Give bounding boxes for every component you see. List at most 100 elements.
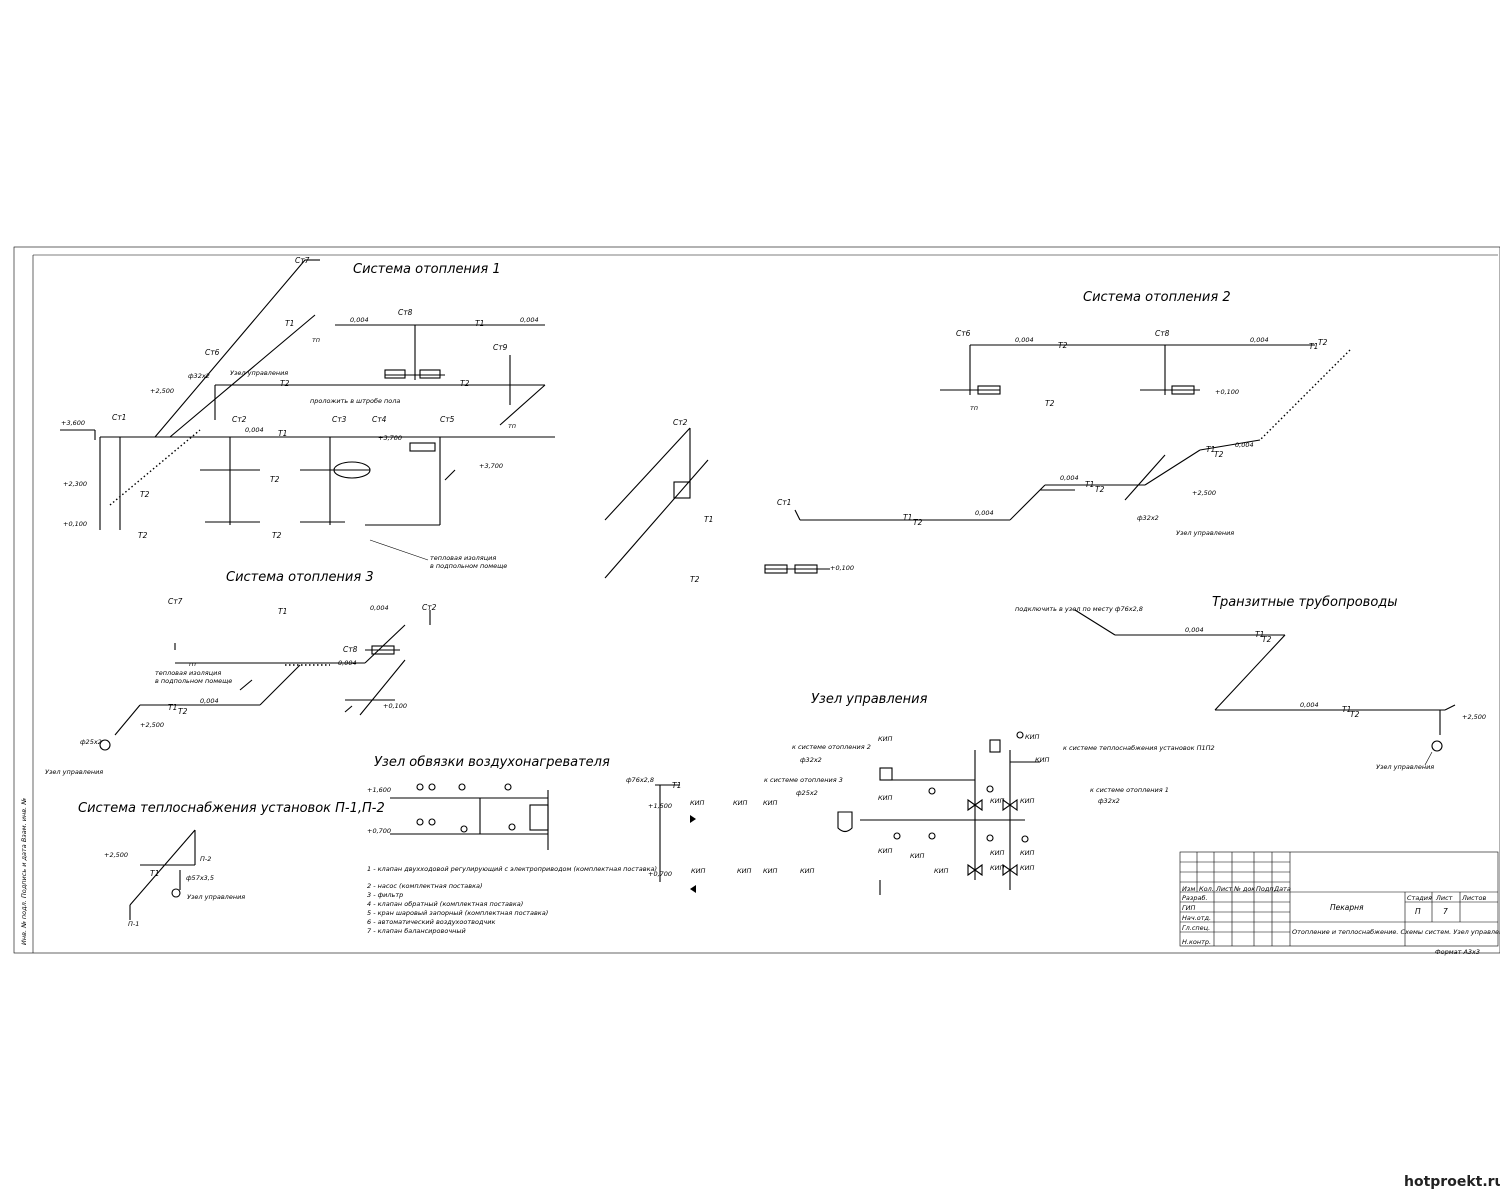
drawing-stroke [986,785,994,793]
drawing-stroke [333,461,371,479]
label-labels-kip: КИП [763,799,777,807]
label-labels-kip: КИП [990,864,1004,872]
label-labels-d25: ф25х2 [796,789,818,797]
label-labels-d76: ф76х2,8 [626,776,654,784]
drawing-stroke [1179,851,1499,947]
label-labels-kip: КИП [763,867,777,875]
label-labels-uzel: Узел управления [187,893,245,901]
label-labels-p1: П-1 [128,920,139,928]
drawing-stroke [1199,439,1261,451]
label-labels-kip: КИП [878,735,892,743]
drawing-stroke [508,823,516,831]
drawing-stroke [428,783,436,791]
drawing-stroke [369,539,429,561]
label-pipes-t1: Т1 [278,607,287,616]
label-labels-kip: КИП [1020,797,1034,805]
label-stamp-sheets_h: Листов [1461,894,1486,902]
label-elevations-e1: +3,600 [61,419,85,427]
label-pipes-t1: Т1 [903,513,912,522]
drawing-stroke [1016,731,1024,739]
label-pipes-t2: Т2 [280,379,290,388]
drawing-stroke [259,664,301,706]
label-labels-kip: КИП [800,867,814,875]
label-labels-kip: КИП [878,794,892,802]
label-labels-slope: 0,004 [1060,474,1079,482]
drawing-stroke [344,705,353,713]
drawing-stroke [416,783,424,791]
label-stamp-cols-2: Лист [1215,885,1233,893]
label-pipes-t2: Т2 [272,531,282,540]
transit-pipelines: Транзитные трубопроводы подключить в узе… [1015,595,1486,771]
drawing-stroke [169,314,316,438]
label-pipes-t2: Т2 [1350,710,1360,719]
label-labels-to_teplo: к системе теплоснабжения установок П1П2 [1063,744,1215,752]
drawing-stroke [428,818,436,826]
label-legend-4: 5 - кран шаровый запорный (комплектная п… [367,909,548,917]
drawing-stroke [529,804,549,831]
sheet-frame-outer [13,246,1500,954]
label-labels-slope: 0,004 [1015,336,1034,344]
label-elevations-e2: +2,500 [150,387,174,395]
label-elevations-e6: +1,600 [367,786,391,794]
drawing-stroke [1074,609,1116,636]
label-pipes-t2: Т2 [270,475,280,484]
label-labels-d32: ф32х2 [1137,514,1159,522]
drawing-stroke [458,783,466,791]
label-stamp-rows-4: Н.контр. [1182,938,1211,946]
label-labels-kip: КИП [1025,733,1039,741]
label-labels-slope: 0,004 [1300,701,1319,709]
drawing-stroke [794,509,801,521]
label-risers-st2: Ст2 [422,603,437,612]
label-elevations-e4: +0,100 [383,702,407,710]
drawing-stroke [114,704,141,736]
label-labels-kip: КИП [1035,756,1049,764]
label-labels-heat_insul2: в подпольном помеще [430,562,507,570]
title-block: Изм Кол. Лист № док Подп. Дата Разраб. Г… [1179,851,1500,956]
label-labels-to_sys3: к системе отопления 3 [764,776,843,784]
label-labels-prolog: проложить в штробе пола [310,397,400,405]
label-risers-stp: Ст2 [673,418,688,427]
drawing-stroke [604,427,691,521]
label-labels-kip: КИП [990,849,1004,857]
label-labels-kip: КИП [733,799,747,807]
label-elevations-e2: +2,500 [1462,713,1486,721]
label-legend-5: 6 - автоматический воздухоотводчик [367,918,495,926]
drawing-stroke [371,645,395,655]
riser-middle: Ст2 Т1 Т2 [604,418,713,584]
label-elevations-e5: +3,700 [378,434,402,442]
label-labels-d32: ф32х2 [800,756,822,764]
label-pipes-t2: Т2 [913,518,923,527]
drawing-stroke [99,739,111,751]
label-labels-kip: КИП [990,797,1004,805]
label-pipes-t1: Т1 [1085,480,1094,489]
label-labels-d57: ф57х3,5 [186,874,214,882]
label-labels-uzel: Узел управления [230,369,288,377]
drawing-stroke [364,624,406,664]
drawing-stroke [977,385,1001,395]
label-elevations-e4: +0,100 [63,520,87,528]
label-stamp-rows-2: Нач.отд. [1182,914,1211,922]
label-pipes-t2: Т2 [1095,485,1105,494]
label-stamp-cols-3: № док [1233,885,1255,893]
label-elevations-e7: +0,700 [648,870,672,878]
label-elevations-e2: +2,500 [140,721,164,729]
drawing-stroke [1444,704,1456,711]
label-stamp-rows-1: ГИП [1182,904,1195,912]
label-risers-st1: Ст1 [112,413,126,422]
label-elevations-e4: +0,100 [830,564,854,572]
drawing-stroke [837,811,853,833]
drawing-stroke [1424,751,1433,766]
label-legend-3: 4 - клапан обратный (комплектная поставк… [367,900,523,908]
drawing-stroke [604,459,709,579]
label-elevations-e5: +3,700 [479,462,503,470]
label-stamp-rows-3: Гл.спец. [1182,924,1210,932]
label-pipes-t2: Т2 [140,490,150,499]
label-labels-uzel: Узел управления [1376,763,1434,771]
label-risers-st8: Ст8 [398,308,413,317]
label-pipes-t1: Т1 [704,515,713,524]
drawing-stroke [384,369,406,379]
label-risers-st4: Ст4 [372,415,387,424]
label-stamp-title: Отопление и теплоснабжение. Схемы систем… [1292,928,1500,936]
label-pipes-t1: Т1 [475,319,484,328]
label-pipes-t2: Т2 [1058,341,1068,350]
